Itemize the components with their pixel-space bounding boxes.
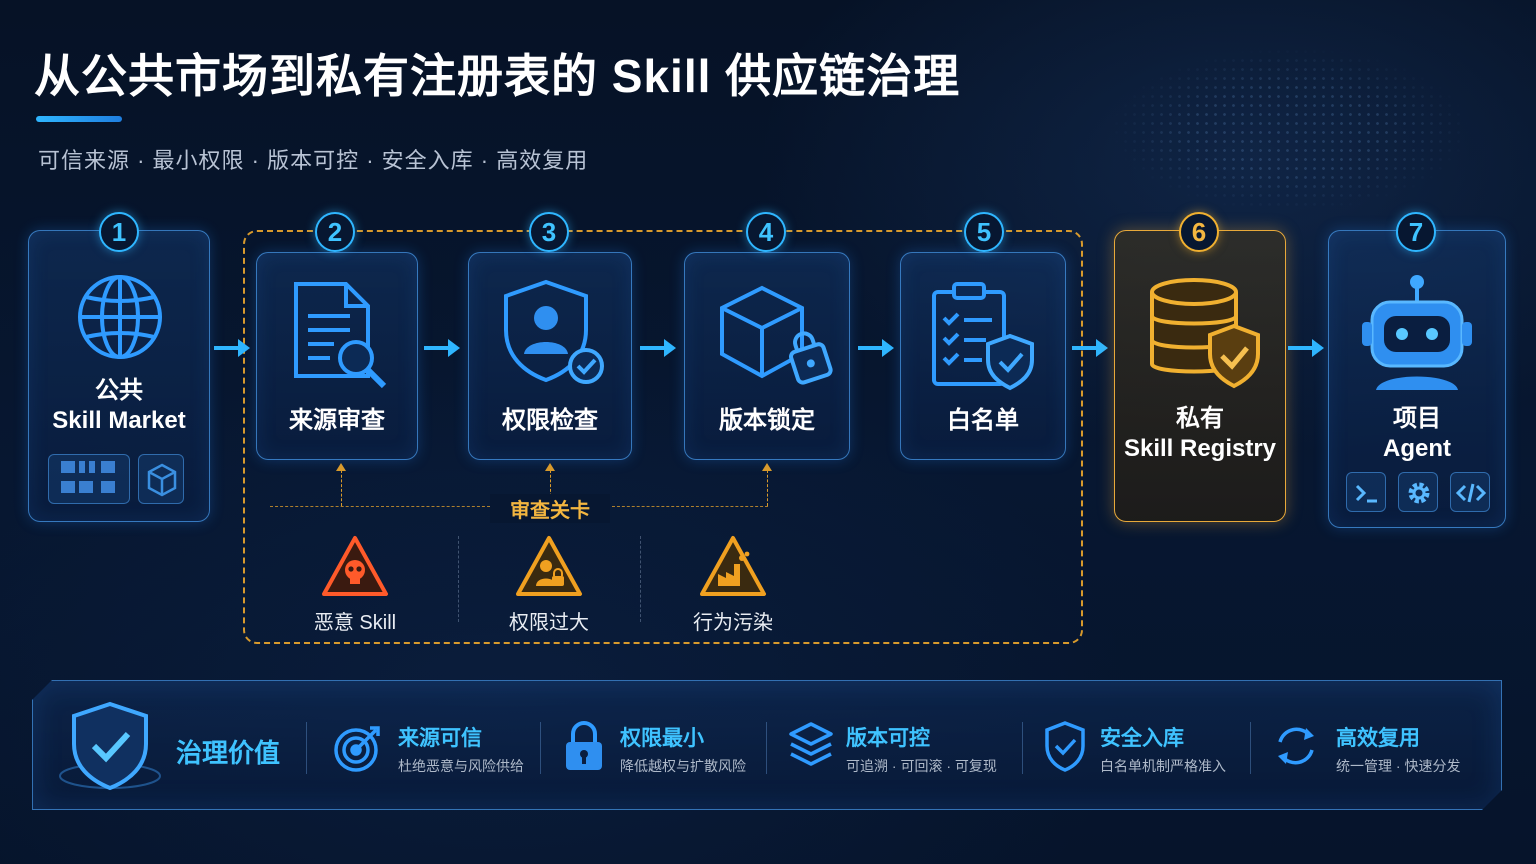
world-map-background — [1040, 20, 1536, 250]
gate-arrowhead — [545, 463, 555, 471]
governance-value-panel — [32, 680, 1502, 810]
gate-line-right — [612, 506, 768, 507]
gate-arrowhead — [762, 463, 772, 471]
code-tile[interactable] — [1450, 472, 1490, 512]
refresh-icon — [1278, 727, 1314, 765]
step-label-line1: 公共 — [95, 377, 143, 404]
gate-arrowhead — [336, 463, 346, 471]
value-item-title: 来源可信 — [398, 727, 482, 750]
value-item-desc: 杜绝恶意与风险供给 — [398, 758, 524, 774]
step-label-line2: Agent — [1383, 435, 1451, 462]
step-label: 版本锁定 — [719, 407, 815, 434]
step-label-line2: Skill Registry — [1123, 435, 1277, 462]
terminal-tile[interactable] — [1346, 472, 1386, 512]
value-divider — [1022, 722, 1023, 774]
gate-line-left — [270, 506, 490, 507]
flow-arrow — [640, 339, 676, 357]
value-item-title: 安全入库 — [1100, 727, 1184, 750]
step-label-line1: 项目 — [1393, 405, 1441, 432]
cube-lock-icon — [720, 285, 833, 385]
step-label-line2: Skill Market — [52, 407, 186, 434]
governance-value-title: 治理价值 — [176, 738, 281, 768]
shield-user-icon — [504, 279, 604, 384]
value-item-desc: 统一管理 · 快速分发 — [1336, 758, 1461, 774]
market-grid-tile — [48, 454, 130, 504]
value-item-title: 权限最小 — [620, 727, 704, 750]
step-label: 公共 Skill Market — [28, 376, 210, 436]
step-label: 项目 Agent — [1328, 404, 1506, 464]
market-package-tile — [138, 454, 184, 504]
target-icon — [334, 726, 380, 772]
robot-icon — [1362, 275, 1472, 390]
gear-icon — [1408, 482, 1430, 504]
value-divider — [766, 722, 767, 774]
grid-icon — [61, 461, 115, 493]
step-number-badge: 1 — [99, 212, 139, 252]
gate-connector — [341, 470, 342, 506]
step-number-badge: 2 — [315, 212, 355, 252]
layers-icon — [789, 722, 833, 766]
gate-connector — [767, 470, 768, 506]
step-label: 来源审查 — [289, 407, 385, 434]
risk-label: 恶意 Skill — [313, 612, 397, 634]
step-card-source-review[interactable] — [256, 252, 418, 460]
step-card-permission-check[interactable] — [468, 252, 632, 460]
code-icon — [1455, 483, 1487, 503]
value-item-title: 高效复用 — [1336, 727, 1420, 750]
step-label: 白名单 — [947, 407, 1019, 434]
value-item-desc: 白名单机制严格准入 — [1100, 758, 1226, 774]
package-icon — [147, 463, 177, 497]
terminal-icon — [1355, 484, 1377, 503]
page-subtitle: 可信来源 · 最小权限 · 版本可控 · 安全入库 · 高效复用 — [38, 148, 589, 173]
gate-connector — [550, 470, 551, 506]
flow-arrow — [858, 339, 894, 357]
page-title: 从公共市场到私有注册表的 Skill 供应链治理 — [34, 50, 961, 102]
document-search-icon — [294, 282, 387, 389]
risk-divider — [640, 536, 641, 622]
flow-arrow — [1288, 339, 1324, 357]
user-lock-warning-icon — [516, 536, 582, 596]
step-number-badge: 6 — [1179, 212, 1219, 252]
step-number-badge: 5 — [964, 212, 1004, 252]
flow-arrow — [1072, 339, 1108, 357]
step-number-badge: 7 — [1396, 212, 1436, 252]
shield-check-icon — [59, 701, 161, 791]
value-item-desc: 可追溯 · 可回滚 · 可复现 — [846, 758, 997, 774]
step-label: 权限检查 — [502, 407, 598, 434]
value-divider — [306, 722, 307, 774]
title-underline — [36, 116, 122, 122]
value-divider — [540, 722, 541, 774]
globe-icon — [78, 275, 162, 359]
flow-arrow — [424, 339, 460, 357]
step-number-badge: 3 — [529, 212, 569, 252]
settings-tile[interactable] — [1398, 472, 1438, 512]
value-divider — [1250, 722, 1251, 774]
value-item-desc: 降低越权与扩散风险 — [620, 758, 746, 774]
factory-warning-icon — [700, 536, 766, 596]
step-number-badge: 4 — [746, 212, 786, 252]
review-gate-frame — [243, 230, 1083, 644]
shield-check-icon — [1045, 721, 1085, 772]
flow-arrow — [214, 339, 250, 357]
step-label-line1: 私有 — [1176, 405, 1224, 432]
padlock-icon — [566, 721, 602, 770]
value-item-title: 版本可控 — [846, 727, 930, 750]
risk-divider — [458, 536, 459, 622]
risk-label: 行为污染 — [693, 612, 773, 634]
checklist-shield-icon — [932, 282, 1034, 391]
review-gate-label: 审查关卡 — [490, 494, 610, 523]
risk-label: 权限过大 — [509, 612, 589, 634]
step-label: 私有 Skill Registry — [1114, 404, 1286, 464]
skull-warning-icon — [322, 536, 388, 596]
database-shield-icon — [1150, 278, 1260, 389]
